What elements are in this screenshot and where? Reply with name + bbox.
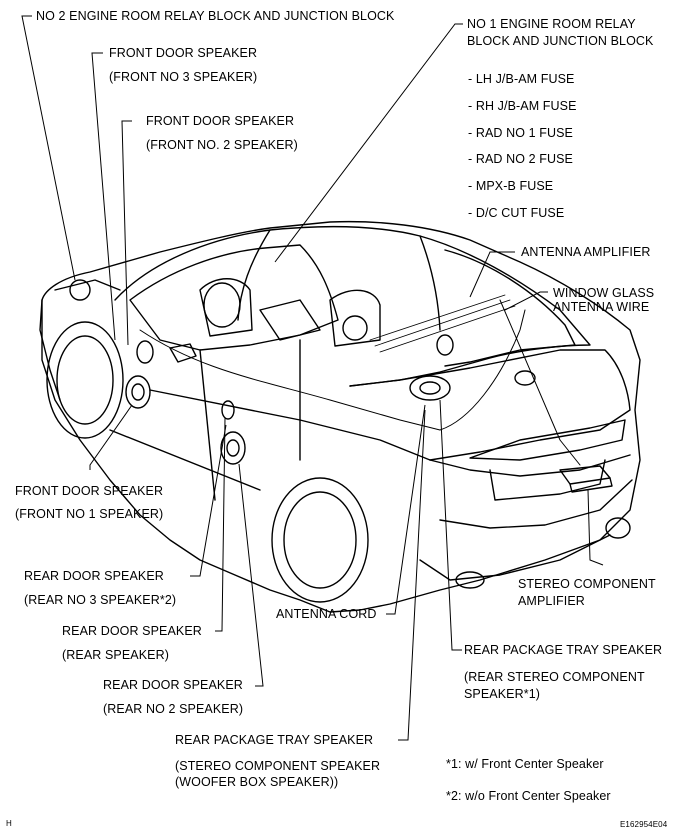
window-glass-label-2: ANTENNA WIRE (553, 300, 650, 314)
fuse-label: - RAD NO 1 FUSE (468, 126, 573, 140)
rear-door-no3-label-2: (REAR NO 3 SPEAKER*2) (24, 593, 177, 607)
fuse-label: - D/C CUT FUSE (468, 206, 565, 220)
no1-engine-room-relay-label-1: NO 1 ENGINE ROOM RELAY (467, 17, 636, 31)
rear-tray-2-label-3: (WOOFER BOX SPEAKER)) (175, 775, 339, 789)
note-1: *1: w/ Front Center Speaker (446, 757, 604, 771)
corner-letter: H (6, 819, 12, 828)
front-door-speaker-no2-icon (136, 340, 154, 364)
front-door-no2-label-2: (FRONT NO. 2 SPEAKER) (146, 138, 298, 152)
stereo-amp-label-1: STEREO COMPONENT (518, 577, 656, 591)
leader-lines (21, 15, 604, 741)
rear-tray-2-label-1: REAR PACKAGE TRAY SPEAKER (175, 733, 374, 747)
rear-door-speaker-no2-icon (220, 431, 246, 465)
window-glass-label-1: WINDOW GLASS (553, 286, 655, 300)
rear-tray-1-label-2: (REAR STEREO COMPONENT (464, 670, 645, 684)
rear-tray-speaker-icon (409, 375, 451, 401)
rear-door-no2-label-1: REAR DOOR SPEAKER (103, 678, 243, 692)
no2-engine-room-relay-label: NO 2 ENGINE ROOM RELAY BLOCK AND JUNCTIO… (36, 9, 395, 23)
front-door-no3-label-2: (FRONT NO 3 SPEAKER) (109, 70, 258, 84)
rear-door-speaker-icon (221, 400, 235, 420)
speaker-icons (69, 279, 536, 465)
no1-engine-room-relay-label-2: BLOCK AND JUNCTION BLOCK (467, 34, 654, 48)
front-door-no1-label-1: FRONT DOOR SPEAKER (15, 484, 164, 498)
rear-tray-1-label-1: REAR PACKAGE TRAY SPEAKER (464, 643, 663, 657)
rear-tray-speaker-2-icon (342, 315, 368, 341)
front-door-no2-label-1: FRONT DOOR SPEAKER (146, 114, 295, 128)
rear-door-no3-label-1: REAR DOOR SPEAKER (24, 569, 164, 583)
rear-tray-2-label-2: (STEREO COMPONENT SPEAKER (175, 759, 381, 773)
front-door-speaker-no1-icon (125, 375, 151, 409)
front-door-no1-label-2: (FRONT NO 1 SPEAKER) (15, 507, 164, 521)
fuse-label: - MPX-B FUSE (468, 179, 554, 193)
rear-door-no2-label-2: (REAR NO 2 SPEAKER) (103, 702, 244, 716)
antenna-speaker-icon (514, 370, 536, 386)
rear-door-label-1: REAR DOOR SPEAKER (62, 624, 202, 638)
fuse-label: - RH J/B-AM FUSE (468, 99, 577, 113)
note-2: *2: w/o Front Center Speaker (446, 789, 611, 803)
figure-code: E162954E04 (620, 820, 668, 829)
antenna-amplifier-label: ANTENNA AMPLIFIER (521, 245, 651, 259)
stereo-amp-label-2: AMPLIFIER (518, 594, 585, 608)
fuse-label: - RAD NO 2 FUSE (468, 152, 573, 166)
antenna-cord-label: ANTENNA CORD (276, 607, 377, 621)
car-body (39, 220, 641, 613)
front-door-speaker-no3-icon (69, 279, 91, 301)
stereo-speaker-icon (436, 334, 454, 356)
fuse-label: - LH J/B-AM FUSE (468, 72, 575, 86)
rear-tray-1-label-3: SPEAKER*1) (464, 687, 541, 701)
rear-door-label-2: (REAR SPEAKER) (62, 648, 169, 662)
front-door-no3-label-1: FRONT DOOR SPEAKER (109, 46, 258, 60)
